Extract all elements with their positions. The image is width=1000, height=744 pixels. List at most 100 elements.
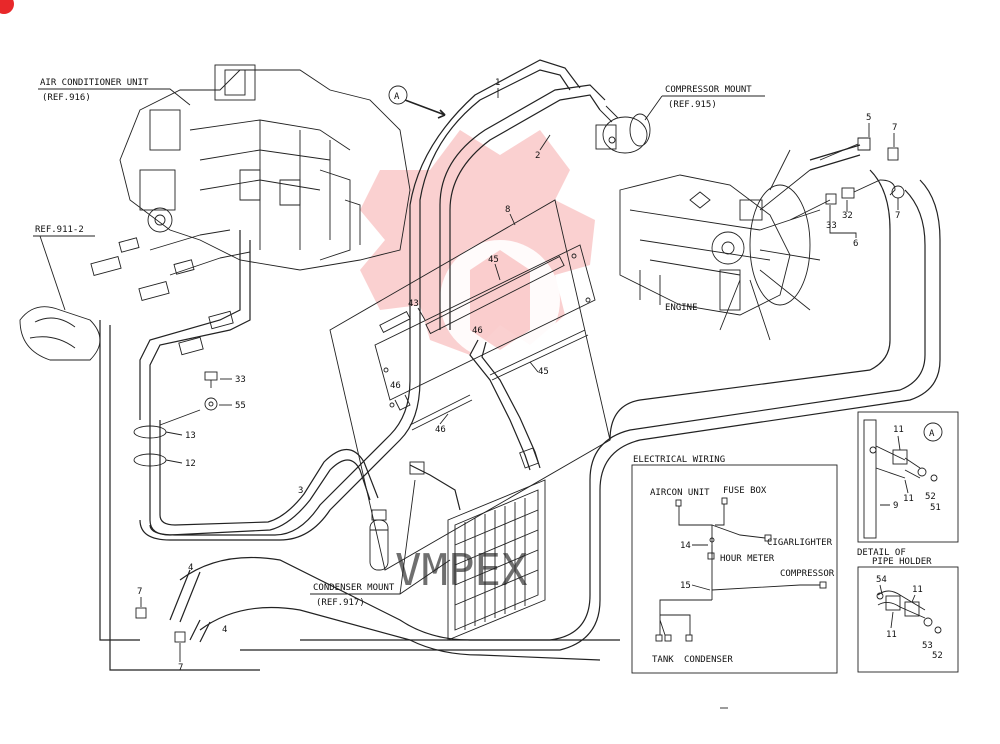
compressor-wiring-label: COMPRESSOR — [780, 569, 835, 579]
pipe-2-outer — [449, 94, 601, 330]
corner-mark — [0, 0, 14, 14]
part-5: 5 — [866, 113, 871, 123]
part-41: 43 — [408, 299, 419, 309]
pipe-2-inner — [439, 84, 606, 330]
part-12: 12 — [185, 459, 196, 469]
pipe-4-long-b — [199, 606, 601, 661]
pipe-4-b — [189, 619, 211, 643]
callout-a-circle — [388, 85, 408, 105]
ref-911-label: REF.911-2 — [35, 225, 84, 235]
leader-condenser — [310, 479, 451, 595]
callout-a-arrow — [404, 99, 446, 119]
part-7-a: 7 — [892, 123, 897, 133]
pipe-right-loop-outer — [240, 179, 941, 651]
pipe-holder-drawing — [876, 590, 942, 634]
watermark-gear-logo — [360, 130, 595, 360]
pipe-holder-label: PIPE HOLDER — [872, 557, 932, 567]
hour-meter-label: HOUR METER — [720, 554, 775, 564]
air-conditioner-unit-drawing — [119, 64, 411, 271]
washer-55 — [204, 397, 218, 411]
detail-a-letter: A — [929, 429, 935, 439]
electrical-wiring-title: ELECTRICAL WIRING — [633, 455, 725, 465]
condenser-ref-label: (REF.917) — [316, 598, 365, 608]
part-14: 14 — [680, 541, 691, 551]
air-conditioner-ref-label: (REF.916) — [42, 93, 91, 103]
detail-a-drawing — [863, 419, 938, 539]
air-conditioner-unit-label: AIR CONDITIONER UNIT — [40, 78, 149, 88]
part-4-a: 4 — [188, 563, 193, 573]
part-46-a: 46 — [472, 326, 483, 336]
part-52-b: 53 — [922, 641, 933, 651]
pipe-4-long-a — [179, 556, 620, 641]
part-6: 6 — [853, 239, 858, 249]
compressor-drawing — [595, 105, 651, 154]
electrical-wiring-box — [631, 464, 838, 674]
hose-left-b — [149, 240, 251, 420]
part-32: 32 — [842, 211, 853, 221]
hose-46 — [469, 339, 531, 471]
left-hose-assembly — [19, 229, 251, 361]
part-53: 54 — [876, 575, 887, 585]
part-11-a: 11 — [893, 425, 904, 435]
clip-7-bottom-a — [135, 607, 147, 619]
part-11-d: 11 — [886, 630, 897, 640]
part-15: 15 — [680, 581, 691, 591]
part-46-b: 46 — [390, 381, 401, 391]
pipe-4-a — [169, 569, 201, 623]
part-45: 46 — [435, 425, 446, 435]
left-fittings — [178, 310, 234, 356]
pipe-right-loop-mid — [609, 169, 891, 441]
part-7-d: 7 — [178, 663, 183, 673]
part-2: 2 — [535, 151, 540, 161]
part-11-c: 11 — [912, 585, 923, 595]
part-9: 9 — [893, 501, 898, 511]
leader-air-conditioner — [38, 88, 191, 106]
engine-drawing — [619, 149, 831, 341]
compressor-mount-label: COMPRESSOR MOUNT — [665, 85, 752, 95]
aircon-unit-label: AIRCON UNIT — [650, 488, 710, 498]
wiring-lines — [655, 497, 827, 642]
part-54: 33 — [235, 375, 246, 385]
part-33: 33 — [826, 221, 837, 231]
part-52-a: 52 — [925, 492, 936, 502]
part-7-c: 7 — [137, 587, 142, 597]
pipe-holder-box — [857, 566, 959, 673]
part-51-a: 51 — [930, 503, 941, 513]
leader-ref-911 — [33, 235, 95, 311]
condenser-mount-label: CONDENSER MOUNT — [313, 583, 395, 593]
engine-label: ENGINE — [665, 303, 698, 313]
part-3: 3 — [298, 486, 303, 496]
pipe-right-loop-inner — [300, 189, 926, 641]
fitting-32-33 — [825, 179, 896, 205]
detail-a-circle — [923, 422, 943, 442]
part-44: 45 — [538, 367, 549, 377]
pipe-left-vertical-a — [99, 320, 140, 641]
condenser-wiring-label: CONDENSER — [684, 655, 733, 665]
pipe-3-a — [149, 420, 371, 536]
part-43: 45 — [488, 255, 499, 265]
detail-of-label: DETAIL OF — [857, 548, 906, 558]
part-4-b: 4 — [222, 625, 227, 635]
callout-a: A — [394, 92, 400, 102]
pipe-left-vertical-b — [109, 325, 260, 671]
part-13: 13 — [185, 431, 196, 441]
leader-compressor — [644, 95, 765, 121]
part-51-b: 52 — [932, 651, 943, 661]
clip-7-right — [891, 185, 905, 199]
tank-label: TANK — [652, 655, 674, 665]
part-8: 8 — [505, 205, 510, 215]
part-7-b: 7 — [895, 211, 900, 221]
cigarlighter-label: CIGARLIGHTER — [767, 538, 833, 548]
pipe-1-outer — [139, 69, 571, 541]
receiver-tank — [369, 509, 389, 571]
bolt-54 — [204, 371, 218, 388]
part-1: 1 — [495, 78, 500, 88]
detail-a-box — [857, 411, 959, 543]
condenser-inlet — [409, 464, 461, 511]
pipe-engine-link — [809, 144, 861, 171]
condenser-inlet-fitting — [409, 461, 425, 475]
part-55: 55 — [235, 401, 246, 411]
part-11-b: 11 — [903, 494, 914, 504]
hose-46-b — [481, 341, 541, 469]
